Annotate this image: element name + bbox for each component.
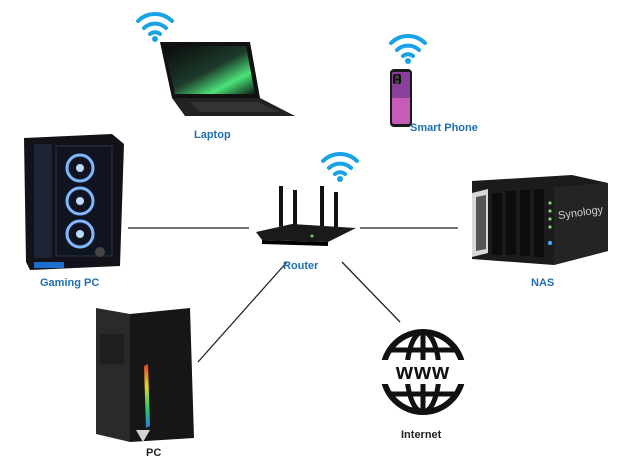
smart-phone-label: Smart Phone [410, 122, 478, 134]
pc-label: PC [146, 447, 162, 459]
router-icon [256, 186, 356, 246]
laptop-icon [160, 42, 295, 116]
internet-node: www Internet [375, 324, 475, 454]
link-router-pc [197, 261, 288, 363]
smart-phone-node: Smart Phone [385, 30, 495, 138]
gaming-pc-label: Gaming PC [40, 277, 100, 289]
wifi-icon [136, 11, 174, 42]
laptop-node: Laptop [130, 8, 300, 143]
router-label: Router [283, 260, 319, 272]
laptop-label: Laptop [194, 129, 231, 141]
nas-label: NAS [531, 277, 555, 289]
wifi-icon [321, 151, 359, 182]
internet-label: Internet [401, 429, 442, 441]
gaming-pc-node: Gaming PC [20, 132, 130, 292]
link-router-internet [341, 261, 401, 323]
www-text: www [395, 359, 451, 384]
nas-icon [472, 175, 608, 265]
wifi-icon [389, 33, 427, 64]
router-node: Router [252, 148, 362, 278]
gaming-pc-icon [24, 134, 124, 270]
globe-icon [375, 326, 471, 418]
nas-node: Synology NAS [458, 173, 618, 293]
pc-node: PC [90, 306, 220, 463]
smartphone-icon [390, 69, 412, 127]
pc-tower-icon [96, 308, 194, 442]
